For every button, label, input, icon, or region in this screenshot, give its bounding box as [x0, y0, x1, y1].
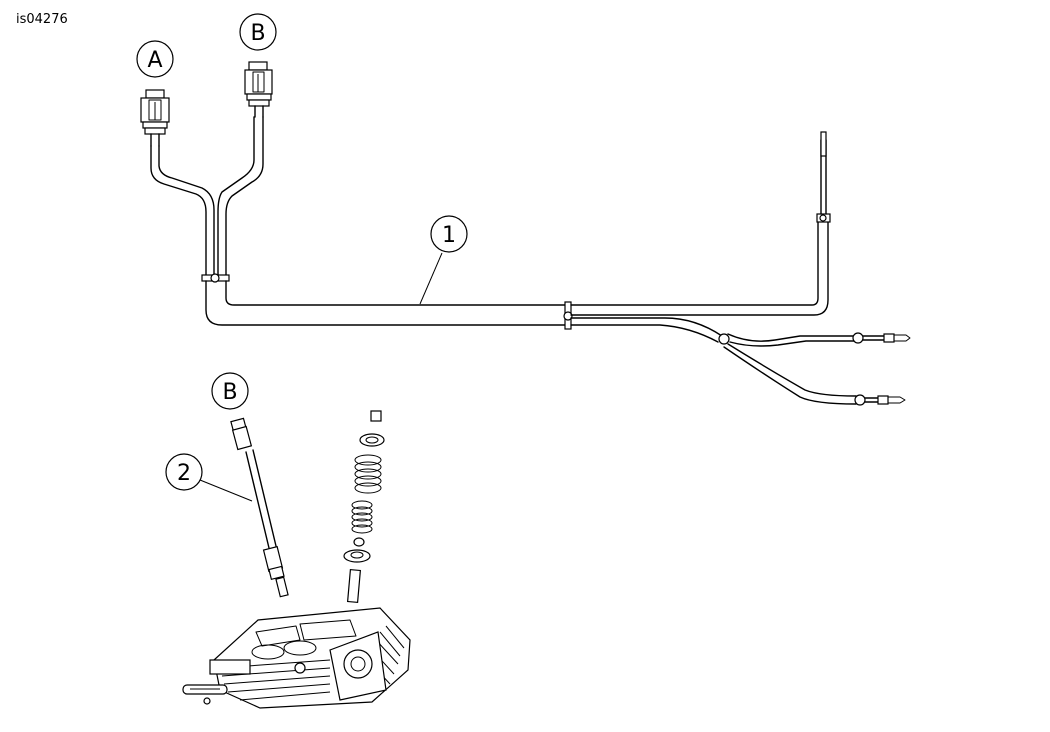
connector-a [140, 89, 170, 147]
valve-spring-stack [343, 410, 385, 604]
sensor-probe [199, 417, 289, 598]
callout-b-harness: B [239, 13, 277, 51]
callout-2: 2 [165, 453, 203, 491]
callout-1-label: 1 [442, 223, 456, 248]
callout-b-sensor-label: B [222, 380, 237, 405]
callout-a: A [136, 40, 174, 78]
callout-b-harness-label: B [250, 21, 265, 46]
callout-2-leader [199, 479, 253, 502]
cylinder-head [182, 607, 411, 709]
callout-1-leader [419, 252, 443, 305]
callout-a-label: A [147, 48, 162, 73]
wiring-harness [140, 61, 911, 406]
callout-2-label: 2 [177, 461, 191, 486]
connector-b-harness [244, 61, 273, 118]
callout-1: 1 [430, 215, 468, 253]
figure-reference-id: is04276 [16, 12, 68, 27]
callout-b-sensor: B [211, 372, 249, 410]
